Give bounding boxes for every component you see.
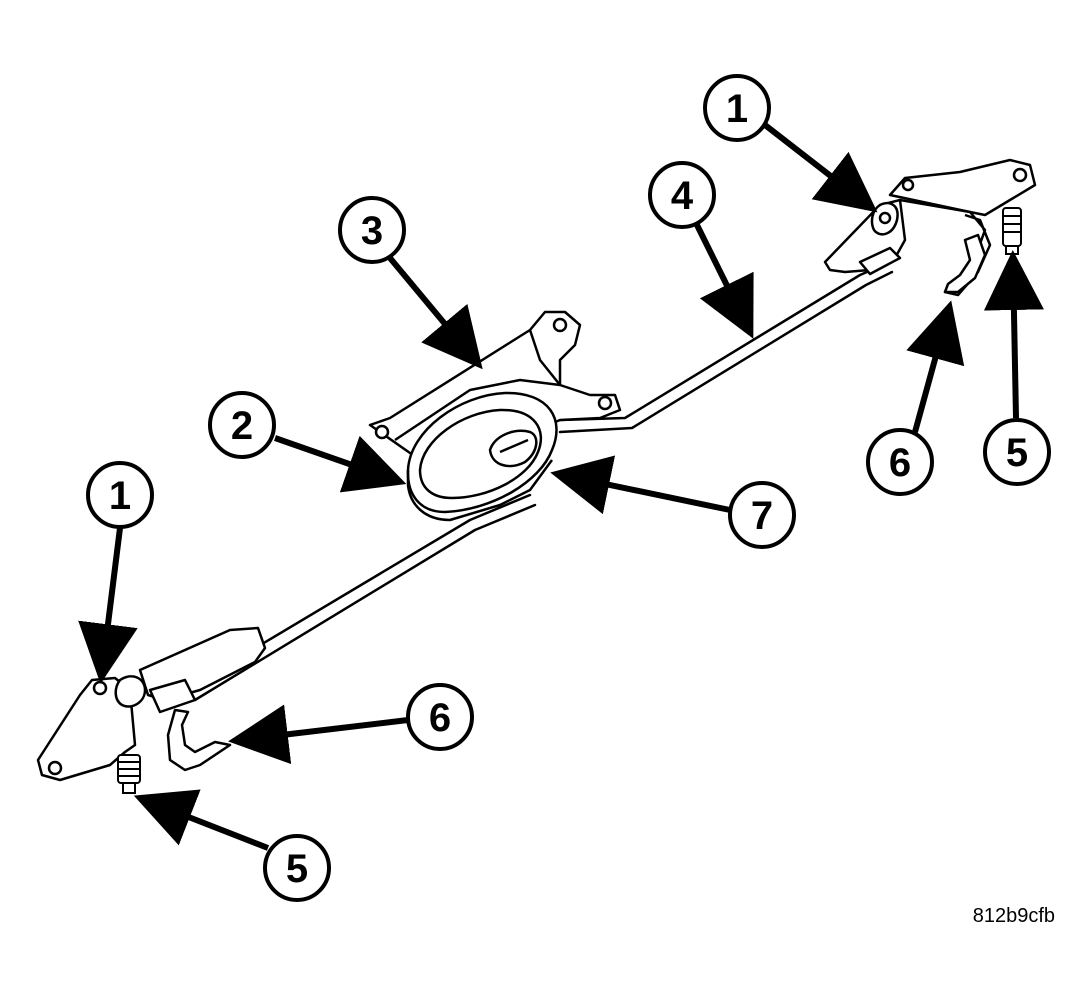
arrow-5-left [133, 789, 270, 851]
arrow-1-left [78, 527, 138, 684]
arrow-1-right [763, 122, 878, 213]
svg-text:5: 5 [1006, 431, 1028, 475]
arrow-6-right [906, 300, 965, 433]
callout-5-left: 5 [263, 834, 331, 902]
svg-text:7: 7 [751, 494, 773, 538]
callout-1-left: 1 [86, 461, 154, 529]
callout-1-right: 1 [703, 74, 771, 142]
svg-text:5: 5 [286, 847, 308, 891]
callout-7: 7 [728, 481, 796, 549]
svg-text:3: 3 [361, 209, 383, 253]
callout-3: 3 [338, 196, 406, 264]
svg-text:1: 1 [726, 87, 748, 131]
arrow-4 [694, 223, 754, 339]
latch-hook-right [943, 233, 987, 294]
arrow-2 [274, 435, 407, 493]
callout-6-right: 6 [866, 428, 934, 496]
leader-arrows [78, 122, 1044, 851]
arrow-7 [550, 455, 731, 515]
figure-id: 812b9cfb [972, 905, 1055, 927]
latch-bolt-right [1002, 207, 1022, 255]
svg-text:6: 6 [889, 441, 911, 485]
release-handle [488, 429, 538, 468]
callout-4: 4 [648, 161, 716, 229]
hood-latch-left [36, 626, 267, 782]
svg-text:6: 6 [429, 696, 451, 740]
arrow-5-right [983, 250, 1044, 419]
hood-latch-right [823, 158, 1037, 297]
svg-text:2: 2 [231, 404, 253, 448]
latch-hook-left [166, 708, 232, 772]
callout-6-left: 6 [406, 683, 474, 751]
callout-2: 2 [208, 391, 276, 459]
callout-5-right: 5 [983, 418, 1051, 486]
svg-text:4: 4 [671, 174, 694, 218]
arrow-3 [387, 256, 483, 370]
svg-text:1: 1 [109, 474, 131, 518]
arrow-6-left [228, 704, 409, 765]
latch-bolt-left [117, 754, 141, 794]
